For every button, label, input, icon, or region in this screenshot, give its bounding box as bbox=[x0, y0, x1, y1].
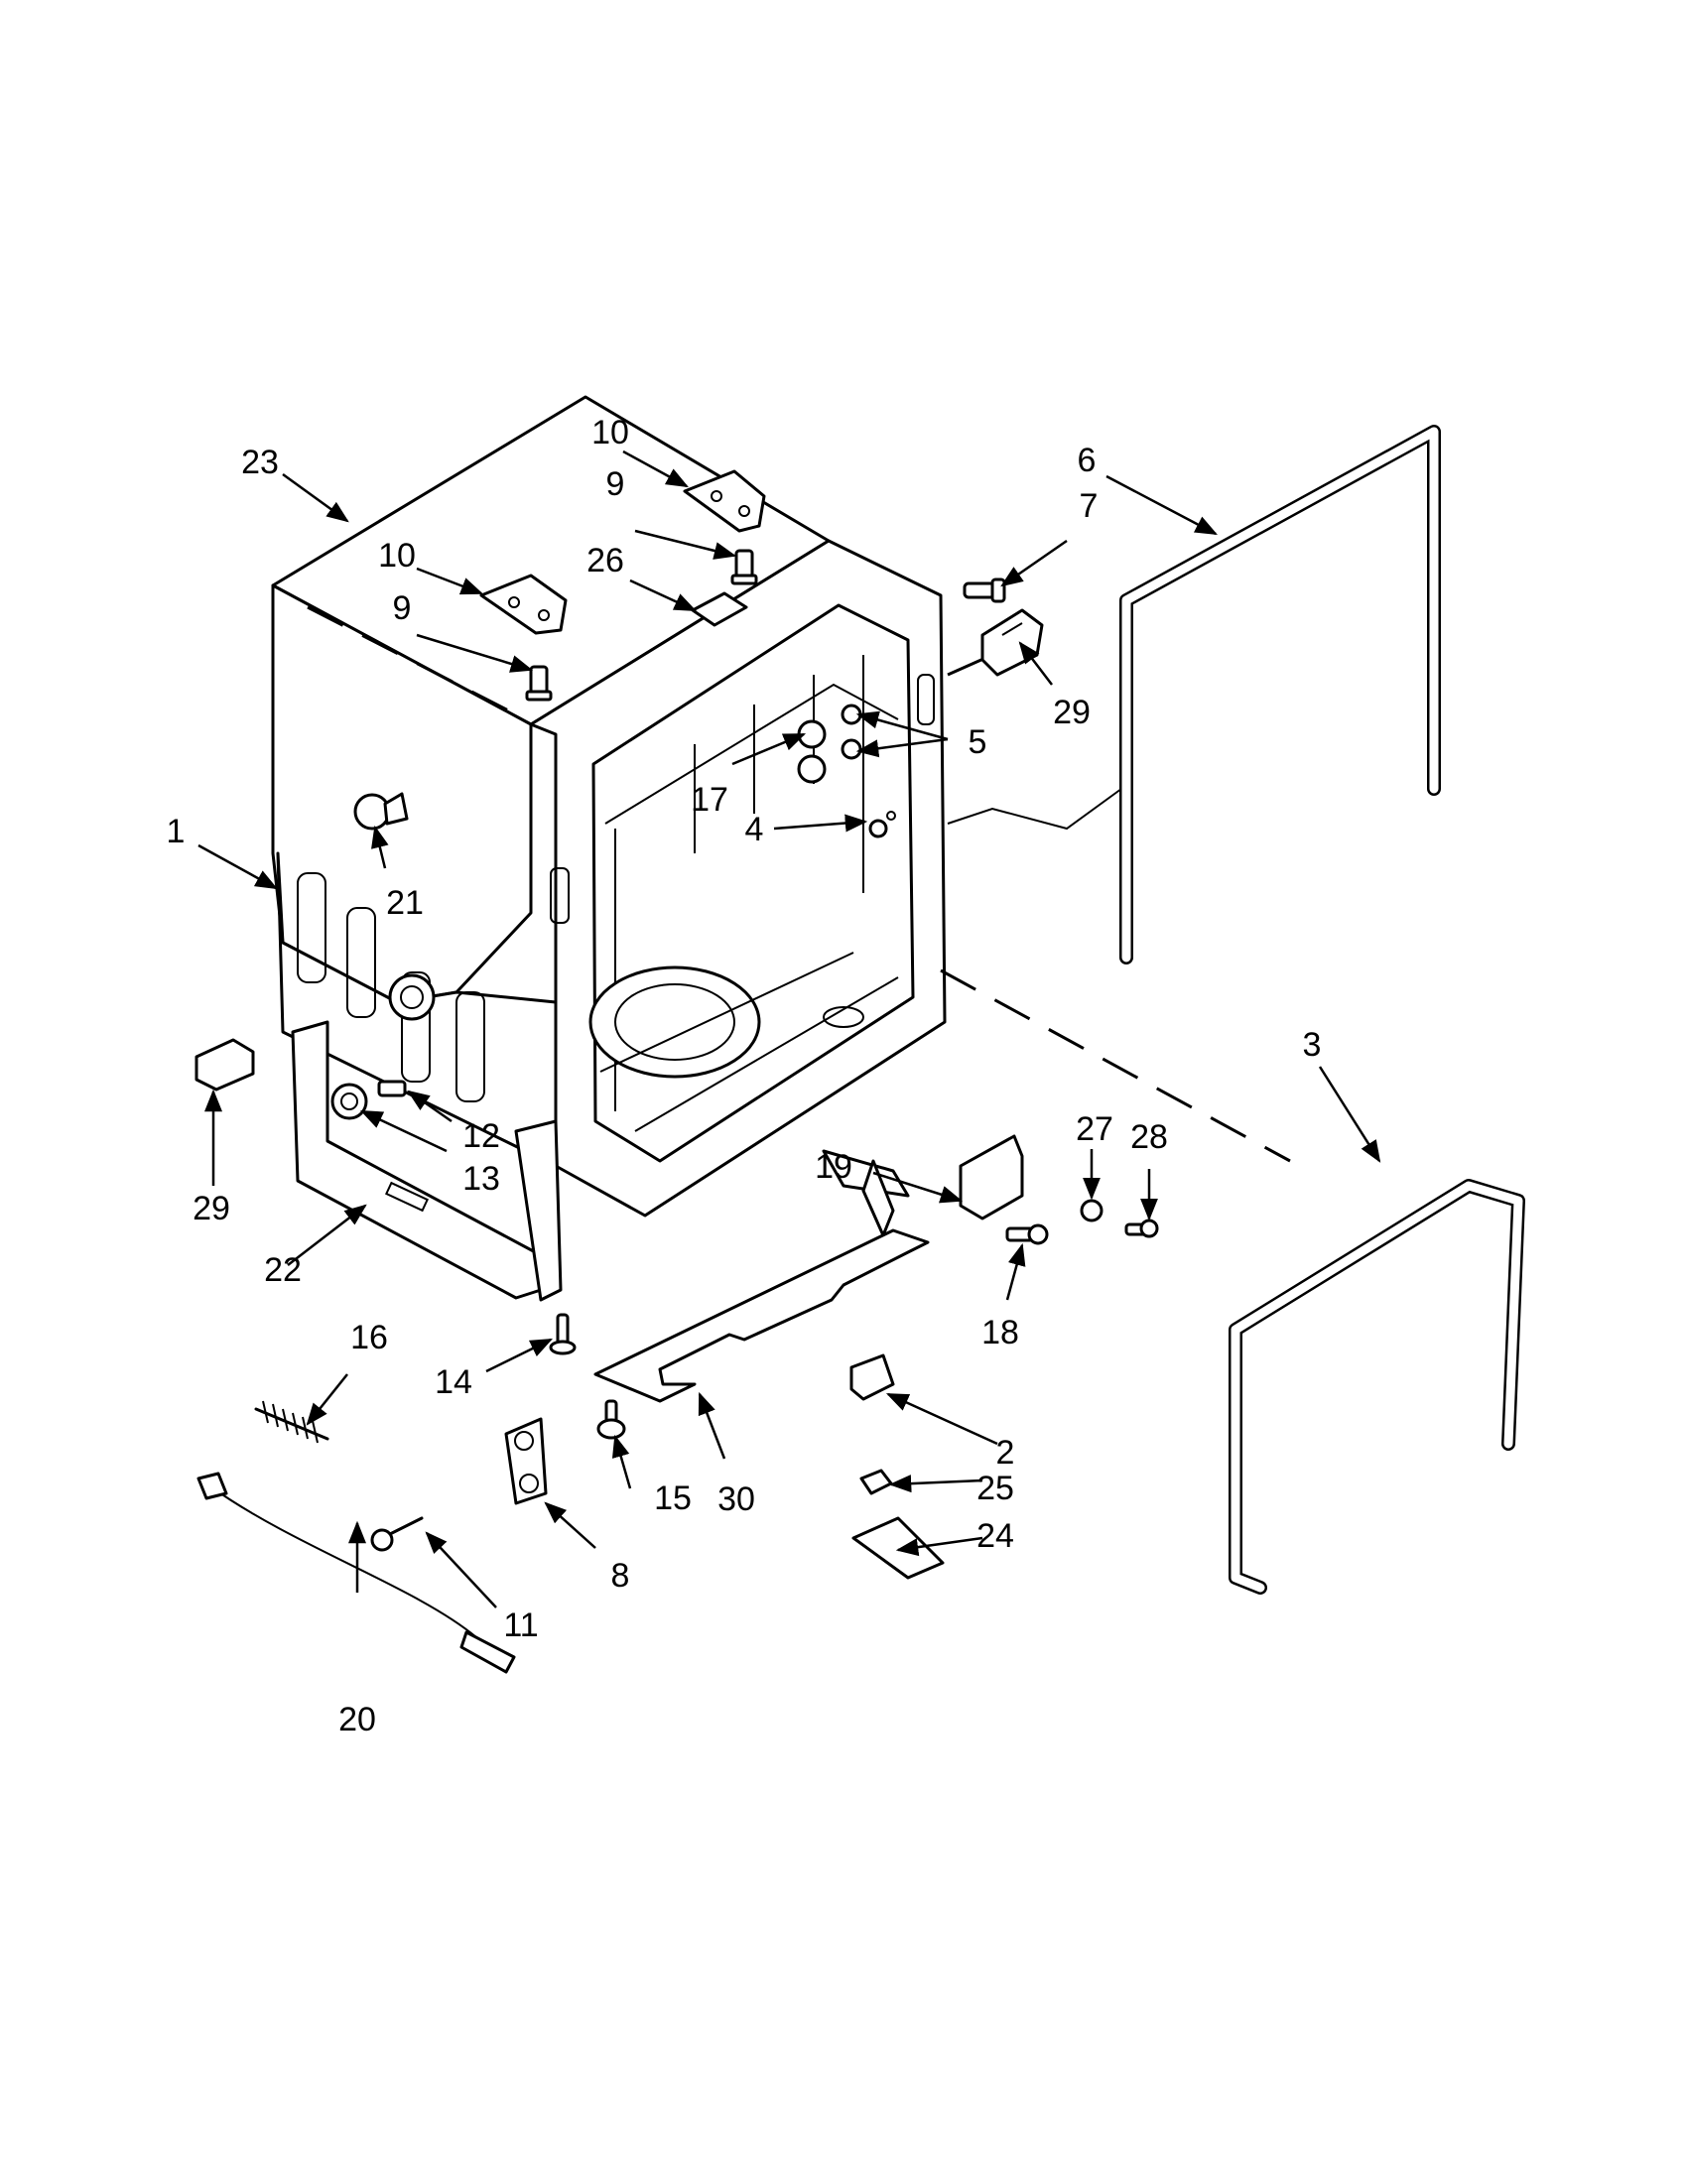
bracket-19 bbox=[959, 1134, 1024, 1220]
hinge-bracket-rear bbox=[683, 469, 766, 533]
callout-19: 19 bbox=[815, 1148, 852, 1186]
wire-harness-20 bbox=[196, 1472, 516, 1674]
callout-25: 25 bbox=[976, 1470, 1014, 1507]
callout-29-left: 29 bbox=[193, 1190, 230, 1227]
lower-door-gasket bbox=[1229, 1179, 1525, 1595]
callout-16: 16 bbox=[350, 1319, 388, 1356]
callout-21: 21 bbox=[386, 884, 424, 922]
screw-11 bbox=[370, 1516, 424, 1552]
callout-2: 2 bbox=[996, 1434, 1015, 1472]
callout-1: 1 bbox=[167, 813, 186, 850]
hinge-bracket-front bbox=[479, 574, 568, 635]
float-8 bbox=[504, 1417, 548, 1505]
callout-28: 28 bbox=[1130, 1118, 1168, 1156]
callout-24: 24 bbox=[976, 1517, 1014, 1555]
top-clip bbox=[691, 591, 748, 627]
callout-3: 3 bbox=[1303, 1026, 1322, 1064]
screw-18 bbox=[1005, 1223, 1049, 1245]
thermistor-25 bbox=[859, 1469, 893, 1495]
base-frame bbox=[291, 1020, 563, 1302]
leader-lines bbox=[197, 450, 1381, 1608]
callout-6: 6 bbox=[1078, 442, 1097, 479]
nut-27 bbox=[1080, 1199, 1103, 1222]
door-seal-strip bbox=[1119, 425, 1441, 964]
callout-17: 17 bbox=[691, 781, 728, 819]
callout-20: 20 bbox=[338, 1701, 376, 1738]
callout-13: 13 bbox=[462, 1160, 500, 1198]
callout-5: 5 bbox=[969, 723, 987, 761]
callout-7: 7 bbox=[1080, 487, 1099, 525]
leveling-foot-15 bbox=[596, 1399, 626, 1440]
hinge-screw-rear bbox=[730, 549, 758, 585]
callout-26: 26 bbox=[586, 542, 624, 579]
callout-10-front: 10 bbox=[378, 537, 416, 575]
bracket-24 bbox=[851, 1516, 945, 1580]
callout-27: 27 bbox=[1076, 1110, 1113, 1148]
hinge-screw-front bbox=[525, 665, 553, 702]
bumper-right bbox=[980, 608, 1044, 677]
callout-12: 12 bbox=[462, 1117, 500, 1155]
callout-10-rear: 10 bbox=[591, 414, 629, 451]
callout-9-rear: 9 bbox=[606, 465, 625, 503]
callout-18: 18 bbox=[981, 1314, 1019, 1351]
float-switch-2 bbox=[849, 1353, 895, 1401]
spring-16 bbox=[254, 1400, 329, 1444]
screw-28 bbox=[1124, 1219, 1159, 1238]
callout-23: 23 bbox=[241, 444, 279, 481]
nozzle-assembly bbox=[797, 704, 896, 838]
bumper-left bbox=[195, 1038, 255, 1092]
callouts: 1 2 3 4 5 6 7 8 9 9 10 10 11 12 13 14 15… bbox=[167, 414, 1322, 1738]
callout-4: 4 bbox=[745, 811, 764, 848]
screw-7 bbox=[963, 578, 1006, 603]
callout-30: 30 bbox=[717, 1480, 755, 1518]
callout-29-right: 29 bbox=[1053, 694, 1091, 731]
callout-8: 8 bbox=[611, 1557, 630, 1595]
callout-11: 11 bbox=[503, 1606, 538, 1644]
leveling-leg-14 bbox=[549, 1313, 577, 1355]
callout-15: 15 bbox=[654, 1479, 692, 1517]
toe-panel bbox=[593, 1228, 930, 1403]
callout-9-front: 9 bbox=[393, 589, 412, 627]
callout-22: 22 bbox=[264, 1251, 302, 1289]
callout-14: 14 bbox=[435, 1363, 472, 1401]
